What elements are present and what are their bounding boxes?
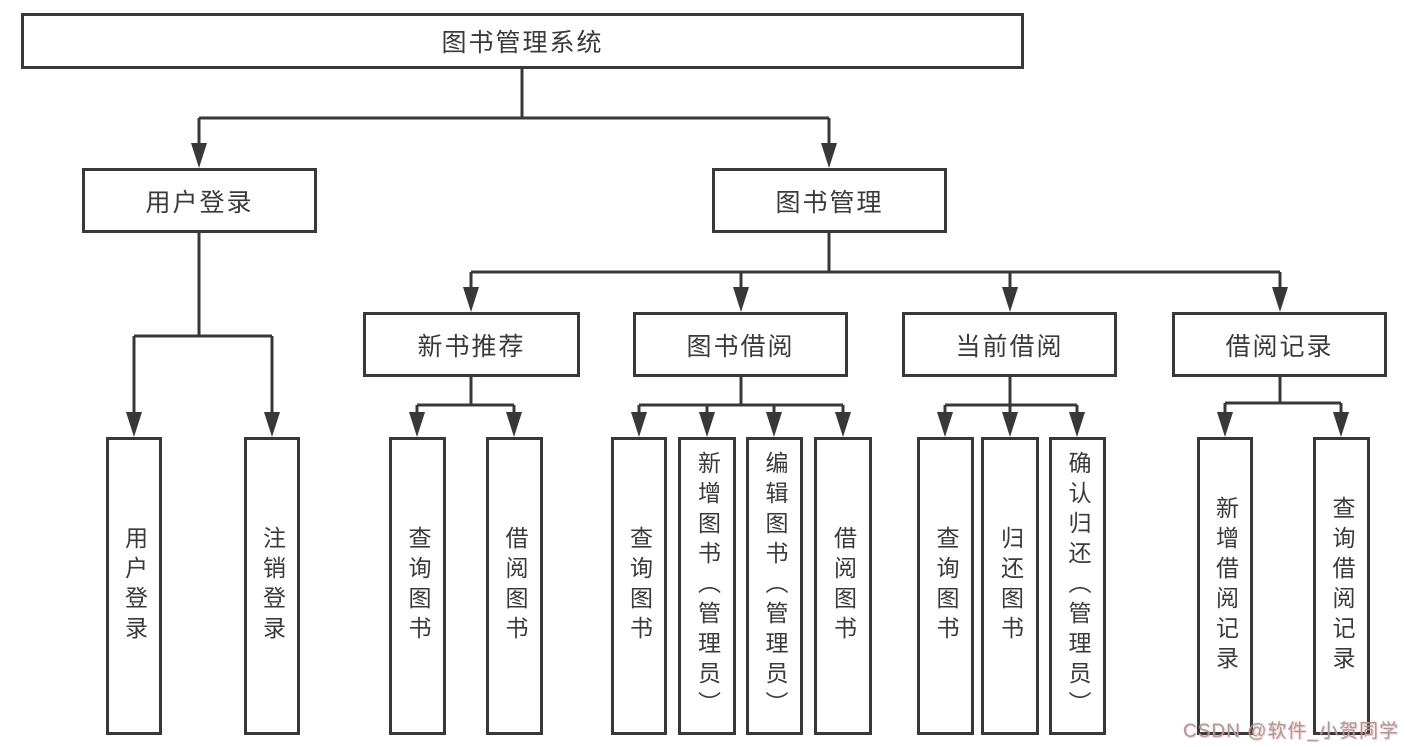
node-book-borrow: 图书借阅 — [633, 312, 848, 377]
leaf-borrow-books-1: 借阅图书 — [486, 437, 543, 735]
connector-borrow-record-children — [1223, 377, 1343, 414]
leaf-confirm-return-admin-label: 确认归还（管理员） — [1065, 451, 1091, 721]
node-borrow-records: 借阅记录 — [1172, 312, 1387, 377]
leaf-query-books-2: 查询图书 — [611, 437, 667, 735]
connector-book-mgmt-to-level3 — [469, 233, 1282, 289]
node-borrow-records-label: 借阅记录 — [1225, 332, 1334, 361]
node-root: 图书管理系统 — [21, 13, 1024, 69]
leaf-user-login-label: 用户登录 — [121, 526, 148, 646]
leaf-add-borrow-record-label: 新增借阅记录 — [1212, 496, 1239, 676]
node-book-mgmt: 图书管理 — [712, 168, 947, 233]
leaf-query-books-3-label: 查询图书 — [933, 526, 959, 646]
leaf-user-login: 用户登录 — [106, 437, 162, 735]
leaf-query-borrow-record: 查询借阅记录 — [1313, 437, 1370, 735]
leaf-return-book: 归还图书 — [981, 437, 1039, 735]
connector-new-book-children — [415, 377, 516, 414]
leaf-confirm-return-admin: 确认归还（管理员） — [1049, 437, 1106, 735]
leaf-add-book-admin-label: 新增图书（管理员） — [694, 451, 721, 721]
leaf-borrow-books-2-label: 借阅图书 — [830, 526, 857, 646]
leaf-borrow-books-2: 借阅图书 — [814, 437, 872, 735]
leaf-edit-book-admin-label: 编辑图书（管理员） — [762, 451, 788, 721]
leaf-logout: 注销登录 — [244, 437, 300, 735]
leaf-add-borrow-record: 新增借阅记录 — [1197, 437, 1253, 735]
leaf-borrow-books-1-label: 借阅图书 — [502, 526, 528, 646]
leaf-query-books-2-label: 查询图书 — [626, 526, 653, 646]
arrowheads — [126, 143, 1349, 437]
connector-user-login-children — [132, 233, 274, 414]
leaf-logout-label: 注销登录 — [259, 526, 286, 646]
node-user-login-label: 用户登录 — [145, 188, 254, 217]
node-book-borrow-label: 图书借阅 — [686, 332, 795, 361]
node-current-borrow: 当前借阅 — [902, 312, 1117, 377]
node-book-mgmt-label: 图书管理 — [775, 188, 884, 217]
leaf-query-books-1: 查询图书 — [389, 437, 446, 735]
node-new-book-rec: 新书推荐 — [363, 312, 580, 377]
node-user-login: 用户登录 — [82, 168, 317, 233]
leaf-query-books-1-label: 查询图书 — [405, 526, 431, 646]
leaf-query-borrow-record-label: 查询借阅记录 — [1329, 496, 1355, 676]
connector-root-to-level2 — [197, 69, 831, 145]
connector-current-borrow-children — [943, 377, 1079, 414]
watermark-text: CSDN @软件_小贺同学 — [1183, 721, 1399, 742]
node-root-label: 图书管理系统 — [441, 29, 604, 57]
leaf-add-book-admin: 新增图书（管理员） — [678, 437, 736, 735]
connector-book-borrow-children — [637, 377, 845, 414]
leaf-edit-book-admin: 编辑图书（管理员） — [746, 437, 803, 735]
node-current-borrow-label: 当前借阅 — [955, 332, 1064, 361]
leaf-return-book-label: 归还图书 — [997, 526, 1024, 646]
leaf-query-books-3: 查询图书 — [917, 437, 974, 735]
node-new-book-rec-label: 新书推荐 — [417, 332, 526, 361]
